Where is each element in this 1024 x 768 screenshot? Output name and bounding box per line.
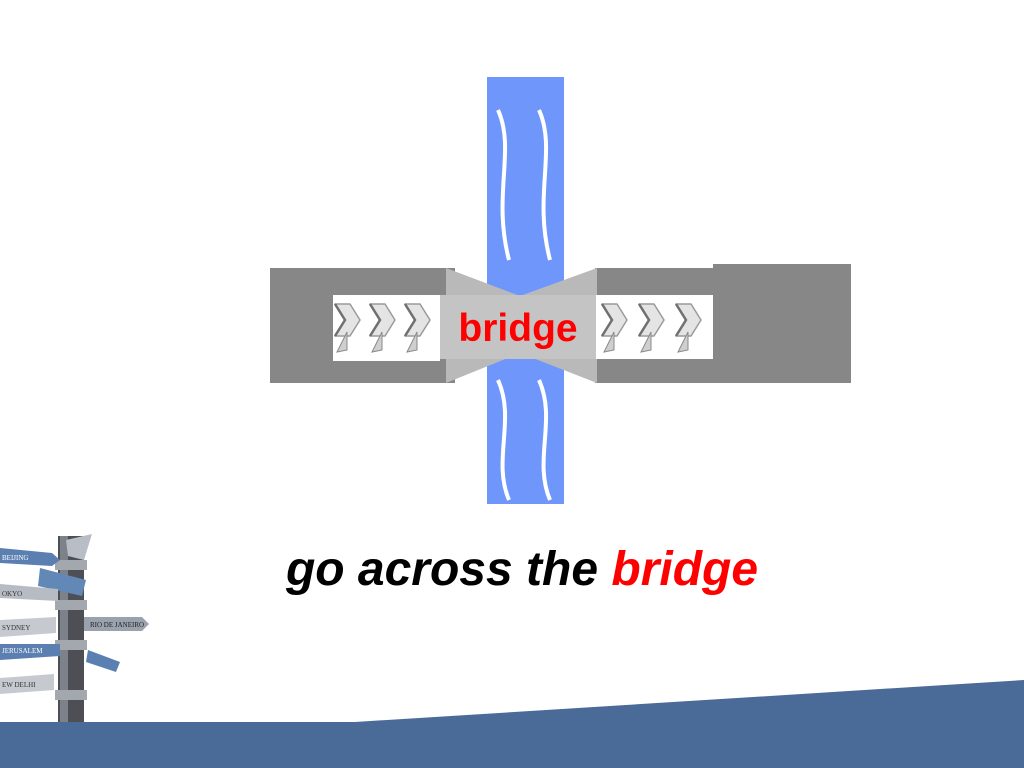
caption-prefix: go across the: [285, 543, 599, 596]
sign-text: SYDNEY: [2, 624, 30, 632]
road-right-end: [713, 264, 851, 383]
sign-plank: [0, 674, 54, 694]
bridge-label-plate: [440, 295, 596, 359]
pole-band: [55, 690, 87, 700]
sign-plank: [66, 534, 92, 560]
sign-text: RIO DE JANEIRO: [90, 621, 144, 629]
sign-plank: [0, 644, 60, 660]
sign-text: BEIJING: [2, 554, 28, 562]
sign-text: EW DELHI: [2, 681, 36, 689]
sign-plank: [38, 568, 86, 596]
sign-plank: [0, 548, 60, 566]
footer-band: [0, 680, 1024, 768]
sign-plank: [86, 650, 120, 672]
pole-band: [55, 560, 87, 570]
pole-band: [55, 600, 87, 610]
caption-space: [598, 543, 611, 596]
sign-plank: [0, 617, 56, 637]
sign-plank: [0, 584, 58, 601]
river-waves: [496, 109, 552, 501]
caption-highlight: bridge: [611, 543, 759, 596]
caption: go across the bridge: [0, 538, 1024, 602]
sign-text: JERUSALEM: [2, 647, 43, 655]
sign-plank: [84, 617, 149, 631]
signpost-picture: BEIJING OKYO SYDNEY RIO DE JANEIRO JERUS…: [0, 534, 149, 722]
pole-band: [55, 640, 87, 650]
signpost-pole-highlight: [60, 536, 68, 722]
sign-text: OKYO: [2, 590, 22, 598]
